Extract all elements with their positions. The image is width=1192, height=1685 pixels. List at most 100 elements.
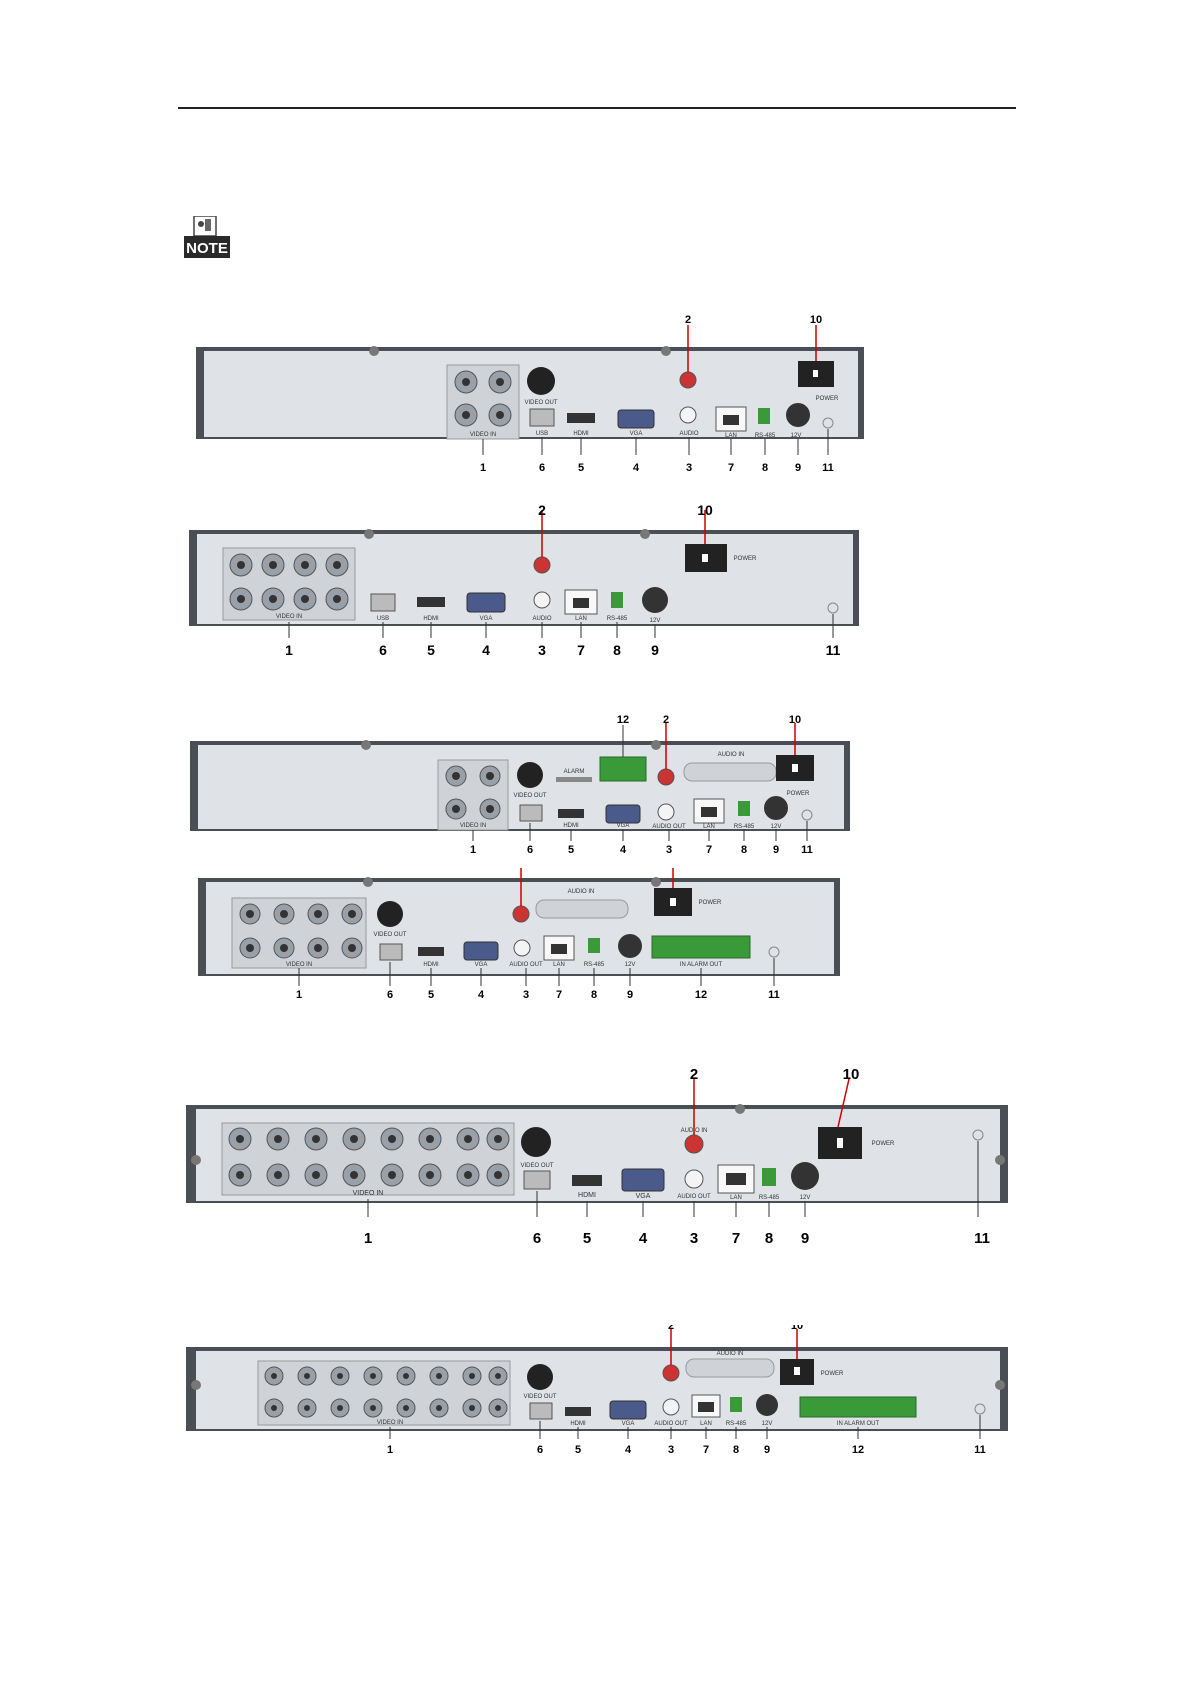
callout: 9 — [773, 844, 779, 856]
callout: 7 — [556, 989, 562, 1001]
callout: 6 — [527, 844, 533, 856]
audio-label: AUDIO — [532, 616, 551, 622]
rear-panel-8ch: VIDEO IN USB HDMI VGA AUDIO LAN RS-485 1… — [185, 502, 865, 667]
callout: 6 — [533, 1230, 541, 1247]
rs485-label: RS-485 — [755, 433, 776, 439]
callout: 11 — [801, 844, 813, 856]
callout: 7 — [732, 1230, 740, 1247]
alarm-io-label: IN ALARM OUT — [680, 962, 723, 968]
video-out-label: VIDEO OUT — [513, 793, 546, 799]
callout: 2 — [663, 715, 669, 726]
alarm-terminal-block — [599, 756, 647, 782]
video-in-label: VIDEO IN — [276, 614, 302, 620]
audio-out-label: AUDIO OUT — [654, 1421, 688, 1427]
video-in-label: VIDEO IN — [286, 962, 312, 968]
callout: 5 — [427, 642, 435, 658]
callout: 4 — [620, 844, 627, 856]
video-in-label: VIDEO IN — [353, 1190, 384, 1197]
usb-label: USB — [377, 616, 389, 622]
dc-label: 12V — [762, 1421, 773, 1427]
dc-label: 12V — [800, 1195, 811, 1201]
audio-out-label: AUDIO OUT — [652, 824, 686, 830]
callout: 7 — [703, 1444, 709, 1456]
alarm-terminal-block — [651, 935, 751, 959]
dc-label: 12V — [771, 824, 782, 830]
hdmi-label: HDMI — [570, 1421, 586, 1427]
callout: 1 — [296, 989, 302, 1001]
hdmi-label: HDMI — [573, 431, 589, 437]
callout: 5 — [575, 1444, 581, 1456]
video-out-label: VIDEO OUT — [524, 400, 557, 406]
callout: 7 — [577, 642, 585, 658]
vga-label: VGA — [475, 962, 488, 968]
callout: 11 — [768, 989, 780, 1001]
callout: 12 — [617, 715, 629, 726]
lan-label: LAN — [725, 433, 737, 439]
callout: 12 — [852, 1444, 864, 1456]
power-label: POWER — [699, 900, 722, 906]
callout: 9 — [651, 642, 659, 658]
video-in-group — [231, 897, 367, 969]
callout: 3 — [666, 844, 672, 856]
callout: 9 — [764, 1444, 770, 1456]
callout: 1 — [364, 1230, 372, 1247]
audio-out-label: AUDIO OUT — [677, 1194, 711, 1200]
lan-label: LAN — [703, 824, 715, 830]
lan-label: LAN — [730, 1195, 742, 1201]
callout: 3 — [686, 462, 692, 474]
power-label: POWER — [787, 791, 810, 797]
audio-in-label: AUDIO IN — [718, 752, 745, 758]
rs485-label: RS-485 — [759, 1195, 780, 1201]
callout: 4 — [639, 1230, 648, 1247]
power-label: POWER — [872, 1141, 895, 1147]
callout: 6 — [537, 1444, 543, 1456]
alarm-io-label: IN ALARM OUT — [837, 1421, 880, 1427]
callout: 6 — [379, 642, 387, 658]
hdmi-label: HDMI — [578, 1192, 596, 1199]
callout: 2 — [685, 315, 691, 326]
hdmi-label: HDMI — [423, 616, 439, 622]
video-in-group — [437, 759, 509, 831]
callout: 1 — [470, 844, 476, 856]
audio-label: AUDIO — [679, 431, 698, 437]
vga-label: VGA — [622, 1421, 635, 1427]
callout: 3 — [690, 1230, 698, 1247]
callout: 10 — [791, 1325, 803, 1332]
callout: 8 — [765, 1230, 773, 1247]
lan-label: LAN — [553, 962, 565, 968]
header-rule — [178, 107, 1016, 109]
vga-label: VGA — [630, 431, 643, 437]
callout: 3 — [668, 1444, 674, 1456]
rear-panel-8ch-alarm: VIDEO IN VIDEO OUT HDMI VGA AUDIO IN AUD… — [196, 868, 846, 1008]
rear-panel-16ch: VIDEO IN VIDEO OUT HDMI VGA AUDIO IN AUD… — [180, 1065, 1015, 1250]
power-label: POWER — [821, 1371, 844, 1377]
callout: 4 — [625, 1444, 632, 1456]
callout: 5 — [583, 1230, 591, 1247]
callout: 11 — [974, 1444, 986, 1456]
audio-in-label: AUDIO IN — [568, 889, 595, 895]
callout: 1 — [480, 462, 486, 474]
video-out-label: VIDEO OUT — [373, 932, 406, 938]
rear-panel-16ch-alarm: VIDEO IN VIDEO OUT HDMI VGA AUDIO IN AUD… — [180, 1325, 1015, 1465]
callout: 2 — [690, 1066, 698, 1083]
callout: 4 — [478, 989, 485, 1001]
callout: 5 — [578, 462, 584, 474]
callout: 4 — [482, 642, 490, 658]
callout: 8 — [741, 844, 747, 856]
power-label: POWER — [734, 556, 757, 562]
callout: 9 — [795, 462, 801, 474]
vga-label: VGA — [617, 823, 630, 829]
video-in-label: VIDEO IN — [377, 1420, 403, 1426]
video-in-group — [221, 1122, 515, 1196]
callout: 6 — [539, 462, 545, 474]
note-label: NOTE — [186, 240, 228, 257]
audio-out-label: AUDIO OUT — [509, 962, 543, 968]
vga-label: VGA — [480, 616, 493, 622]
power-label: POWER — [816, 396, 839, 402]
rs485-label: RS-485 — [584, 962, 605, 968]
video-in-group — [222, 547, 356, 621]
rear-panel-4ch: VIDEO IN VIDEO OUT USB HDMI VGA AUDIO LA… — [190, 315, 875, 480]
callout: 5 — [428, 989, 434, 1001]
callout: 5 — [568, 844, 574, 856]
alarm-label: ALARM — [564, 769, 585, 775]
